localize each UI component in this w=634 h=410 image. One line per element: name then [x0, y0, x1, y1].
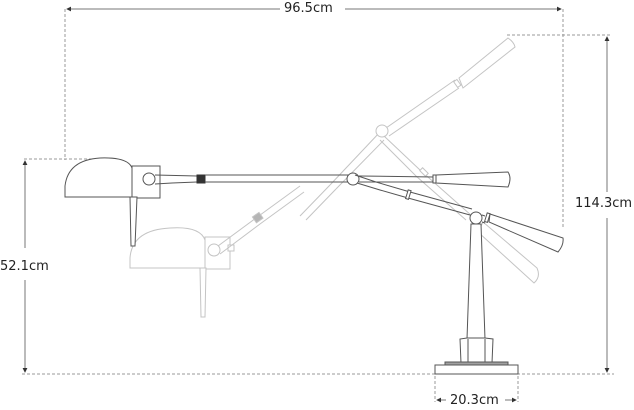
lamp-shade: [64, 157, 133, 198]
shade-bracket: [131, 165, 161, 199]
post-pivot: [469, 211, 483, 225]
lowered-shade-ghost: [129, 185, 305, 318]
lower-counterweight-ghost: [477, 221, 539, 284]
base-width-label: 20.3cm: [448, 393, 501, 408]
shade-pivot: [142, 172, 156, 186]
extension-guides: [22, 9, 614, 402]
dimension-lines: [22, 6, 610, 403]
upper-counterweight: [435, 171, 511, 188]
raised-arm-ghost: [299, 37, 516, 221]
overall-width-label: 96.5cm: [282, 1, 335, 16]
shade-height-label: 52.1cm: [0, 259, 51, 274]
post-collar: [459, 337, 494, 364]
middle-joint: [346, 172, 360, 186]
arm-collar: [196, 174, 206, 184]
lamp-base: [434, 364, 519, 375]
lamp-main-position: [64, 157, 564, 375]
lamp-post: [466, 223, 486, 340]
lower-counterweight: [488, 213, 564, 253]
shade-handle: [129, 196, 138, 247]
overall-height-label: 114.3cm: [573, 196, 634, 211]
